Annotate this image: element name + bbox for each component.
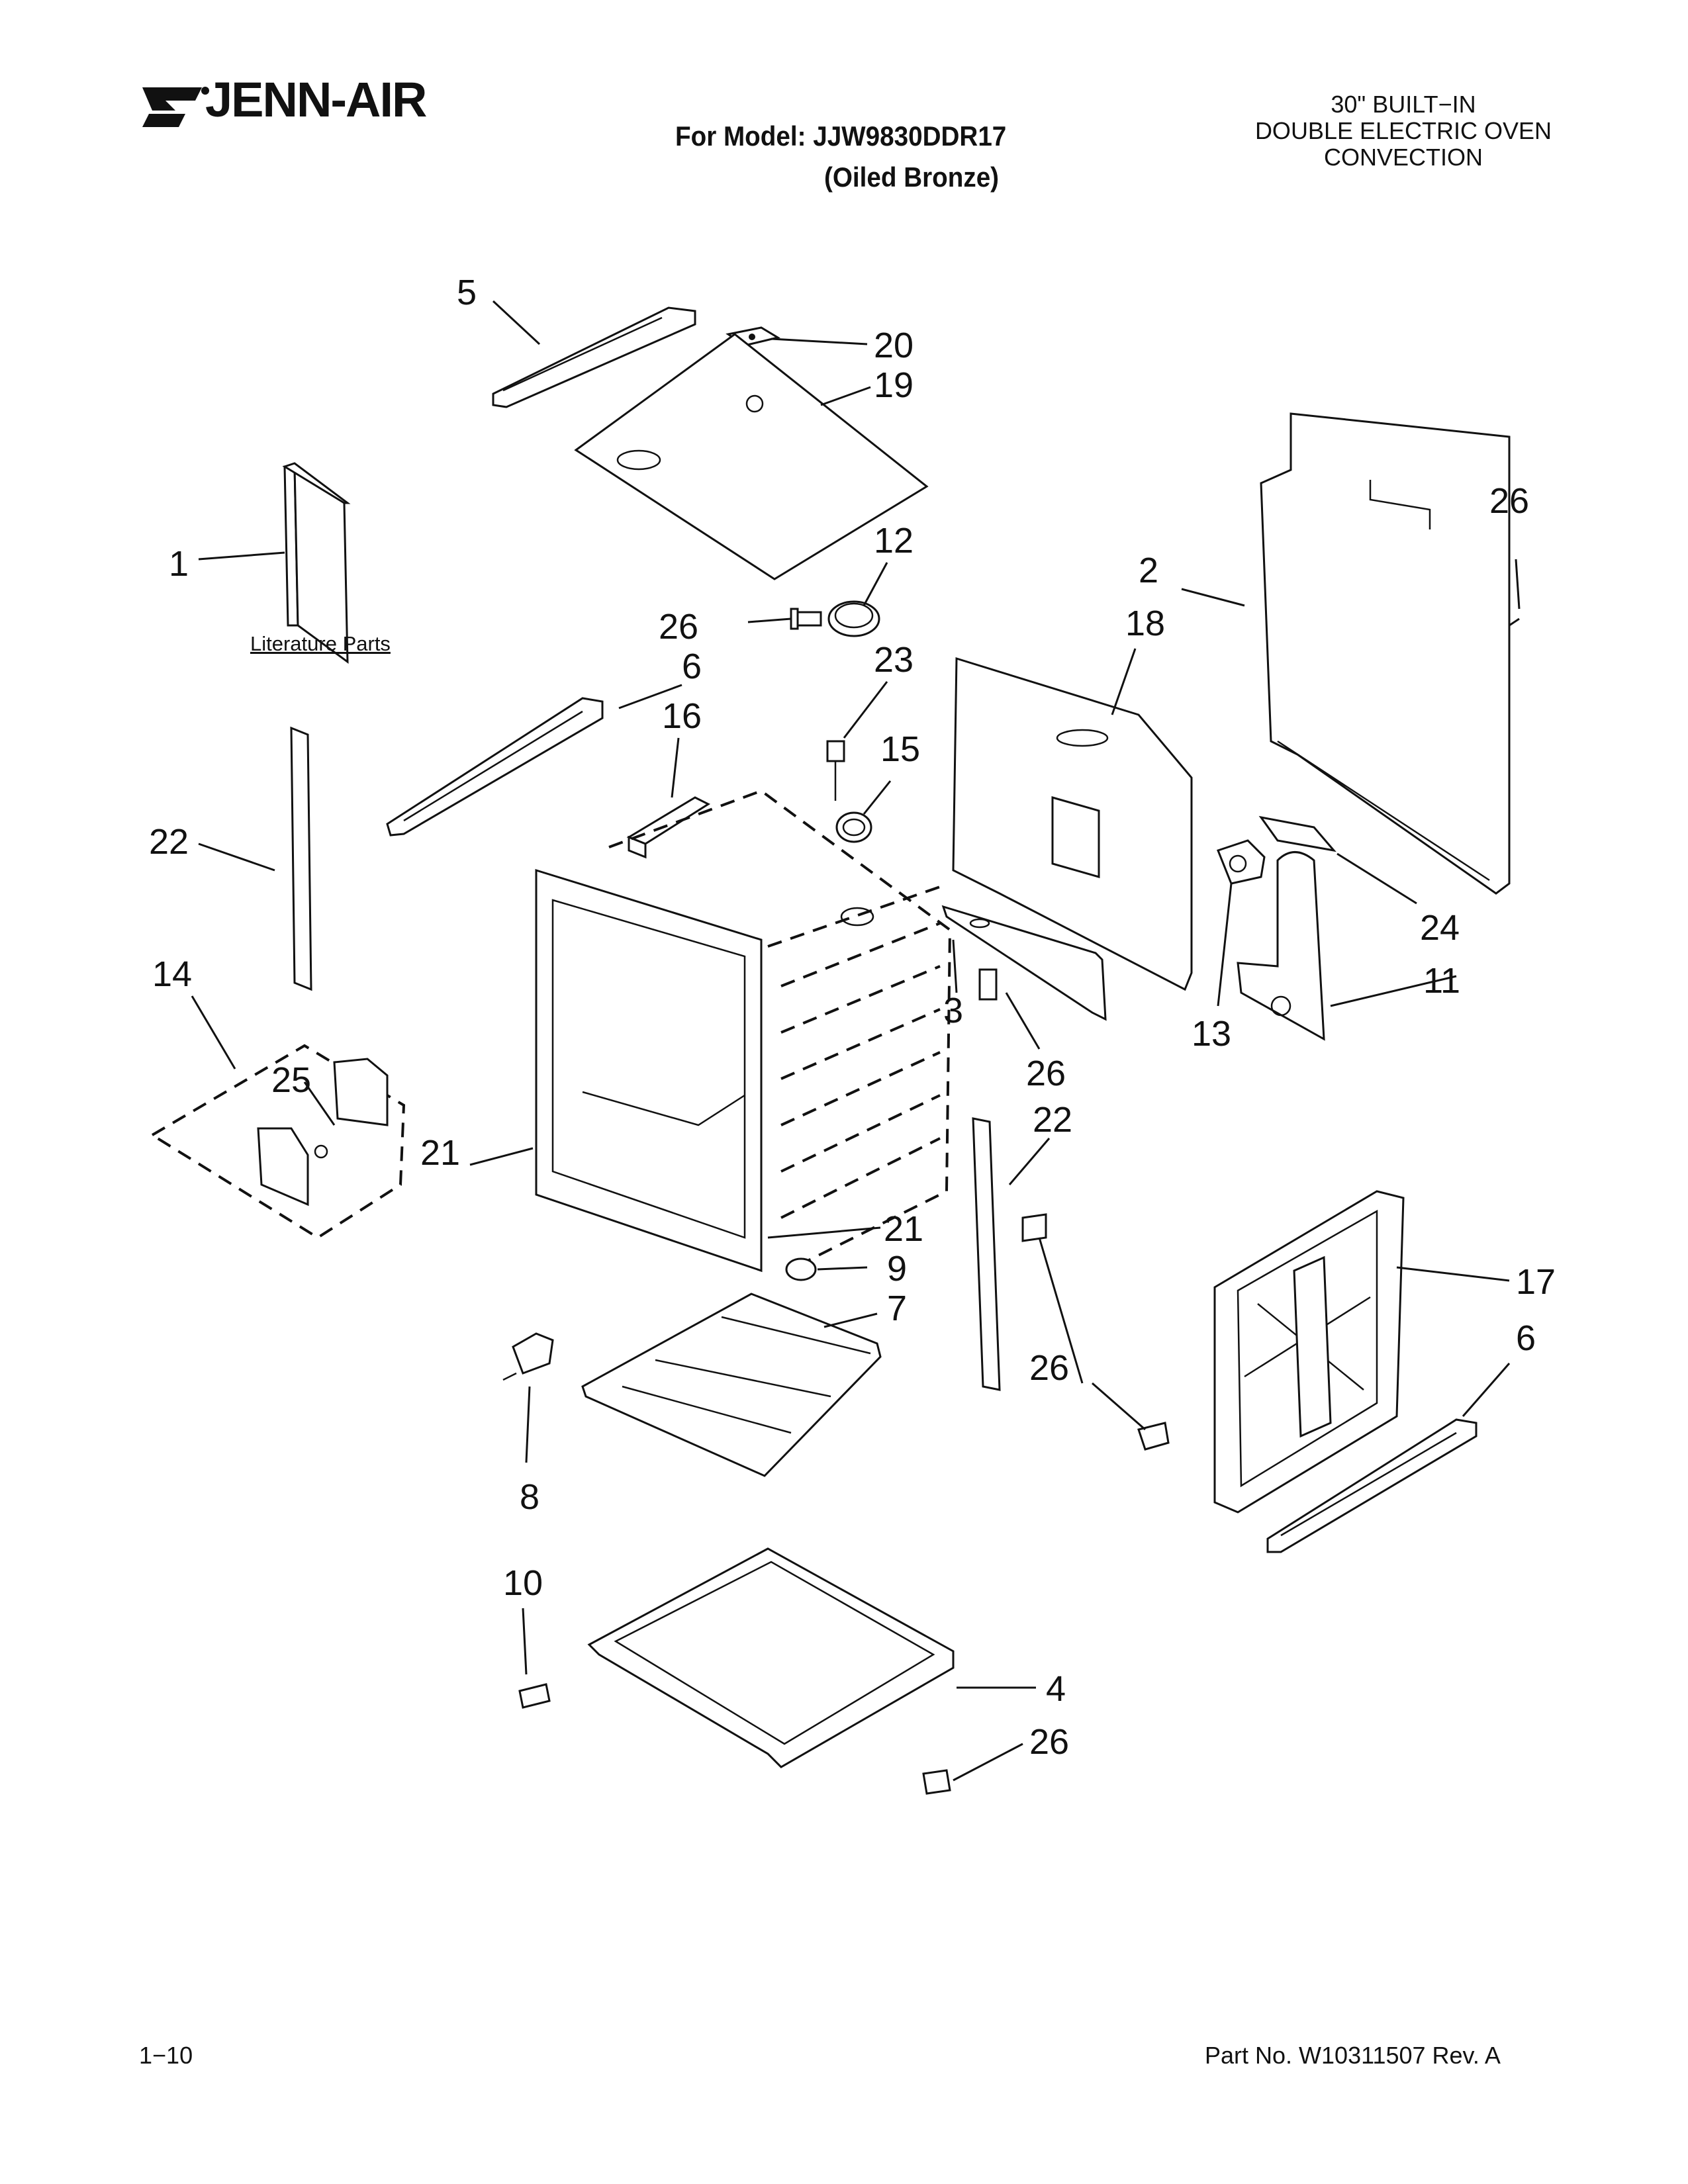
callout-17: 17 xyxy=(1516,1262,1556,1302)
product-title-line-2: DOUBLE ELECTRIC OVEN xyxy=(1254,117,1552,144)
part-26-screw-a xyxy=(790,608,822,630)
product-title-line-3: CONVECTION xyxy=(1323,144,1483,171)
callout-26-b: 26 xyxy=(1489,481,1529,521)
part-5-top-rail xyxy=(492,306,696,408)
part-4-bottom-panel xyxy=(587,1547,955,1768)
callout-22-a: 22 xyxy=(149,822,189,862)
part-3-bar xyxy=(941,905,1107,1021)
part-2-wrapper xyxy=(1260,412,1511,895)
part-12-vent xyxy=(827,600,880,637)
jenn-air-emblem-icon xyxy=(142,87,209,127)
part-11-cover xyxy=(1237,851,1325,1041)
callout-15: 15 xyxy=(880,729,920,769)
part-15-sensor xyxy=(835,811,872,843)
callout-26-a: 26 xyxy=(659,607,698,647)
model-finish: (Oiled Bronze) xyxy=(824,161,1000,193)
callout-19: 19 xyxy=(874,365,914,405)
callout-26-c: 26 xyxy=(1026,1054,1066,1093)
callout-6-a: 6 xyxy=(682,647,702,686)
part-1-literature xyxy=(282,462,351,664)
callout-12: 12 xyxy=(874,521,914,561)
callout-16: 16 xyxy=(662,696,702,736)
literature-parts-label: Literature Parts xyxy=(250,632,391,655)
callout-14: 14 xyxy=(152,954,192,994)
product-title: 30" BUILT−IN DOUBLE ELECTRIC OVEN CONVEC… xyxy=(1205,91,1602,171)
part-7-tray xyxy=(581,1293,882,1477)
part-13-switch xyxy=(1217,839,1266,885)
part-16-bracket xyxy=(626,796,711,859)
callout-20: 20 xyxy=(874,326,914,365)
brand-logo: JENN-AIR xyxy=(139,69,470,142)
part-26-screw-e xyxy=(922,1769,951,1795)
part-26-screw-b xyxy=(978,968,998,1001)
part-9-grommet xyxy=(785,1257,817,1281)
callout-1: 1 xyxy=(169,544,189,584)
part-22-rail-a xyxy=(290,726,312,991)
part-19-top-panel xyxy=(574,333,929,580)
callout-8: 8 xyxy=(520,1477,539,1517)
part-6-side-rail-b xyxy=(1266,1418,1477,1553)
part-14-kit-outline xyxy=(150,1044,406,1240)
model-number: For Model: JJW9830DDR17 xyxy=(675,120,1007,152)
callout-22-b: 22 xyxy=(1033,1100,1072,1140)
callout-18: 18 xyxy=(1125,604,1165,643)
part-8-door-switch xyxy=(502,1332,554,1381)
oven-cavity-assembly xyxy=(535,789,952,1273)
part-24-strip xyxy=(1258,815,1336,852)
product-title-line-1: 30" BUILT−IN xyxy=(1331,91,1476,118)
part-22-rail-b xyxy=(972,1117,1001,1391)
callout-10: 10 xyxy=(503,1563,543,1603)
part-17-panel xyxy=(1213,1190,1405,1514)
brand-name: JENN-AIR xyxy=(205,72,427,127)
callout-24: 24 xyxy=(1420,908,1460,948)
part-26-screw-c xyxy=(1021,1213,1047,1242)
part-6-side-rail-a xyxy=(386,697,604,837)
part-26-screw-d xyxy=(1137,1422,1170,1451)
part-25-box xyxy=(257,1058,389,1206)
callout-7: 7 xyxy=(887,1289,907,1328)
callout-numbers: 5 20 19 1 12 26 6 23 16 15 2 18 26 22 14… xyxy=(149,273,1556,1762)
callout-13: 13 xyxy=(1192,1014,1231,1054)
callout-4: 4 xyxy=(1046,1669,1066,1709)
callout-26-e: 26 xyxy=(1029,1722,1069,1762)
callout-9: 9 xyxy=(887,1249,907,1289)
part-23-screw xyxy=(826,740,845,801)
callout-21-b: 21 xyxy=(884,1209,923,1249)
part-18-back-panel xyxy=(952,657,1193,991)
part-10-screw xyxy=(518,1683,551,1709)
page-number: 1−10 xyxy=(139,2042,193,2069)
callout-25: 25 xyxy=(271,1060,311,1100)
callout-11: 11 xyxy=(1423,961,1460,1001)
callout-leaders xyxy=(191,300,1521,1782)
callout-26-d: 26 xyxy=(1029,1348,1069,1388)
callout-3: 3 xyxy=(943,991,963,1030)
callout-21-a: 21 xyxy=(420,1133,460,1173)
part-number: Part No. W10311507 Rev. A xyxy=(1205,2042,1501,2069)
callout-5: 5 xyxy=(457,273,477,312)
callout-23: 23 xyxy=(874,640,914,680)
callout-2: 2 xyxy=(1139,551,1158,590)
callout-6-b: 6 xyxy=(1516,1318,1536,1358)
